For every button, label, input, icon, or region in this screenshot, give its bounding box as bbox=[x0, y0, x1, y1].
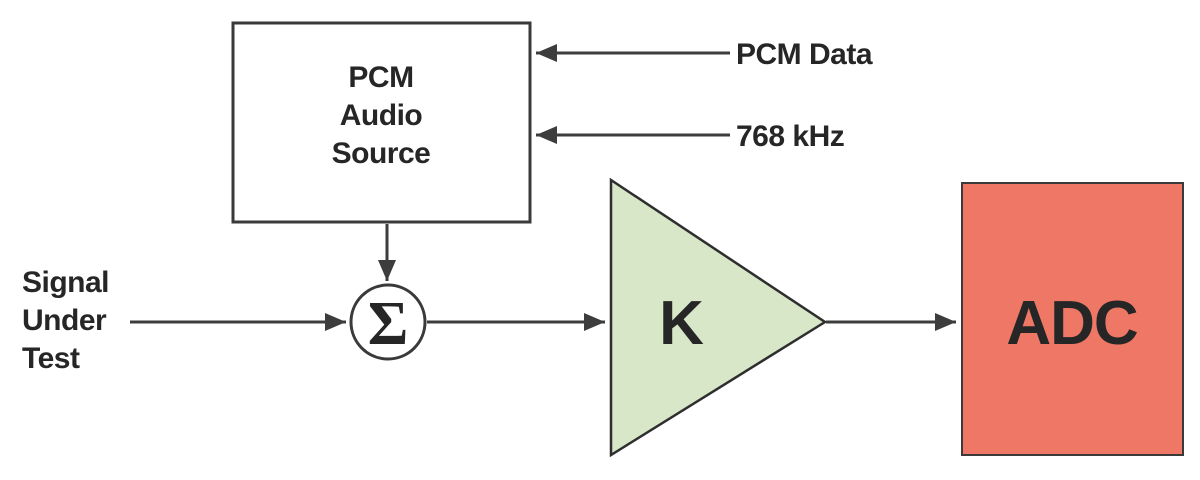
pcm-audio-source-label-line1: PCM bbox=[348, 61, 413, 94]
signal-under-test-label-line2: Under bbox=[22, 304, 107, 337]
amplifier-gain-label: K bbox=[659, 289, 704, 358]
adc-label: ADC bbox=[1006, 289, 1138, 358]
summer-circle bbox=[349, 283, 427, 361]
pcm-audio-source-label-line2: Audio bbox=[340, 99, 423, 132]
signal-under-test-label-line1: Signal bbox=[22, 266, 109, 299]
amplifier-triangle bbox=[609, 177, 828, 458]
pcm-data-label: PCM Data bbox=[736, 38, 873, 71]
signal-under-test-label-line3: Test bbox=[22, 342, 80, 375]
adc-box bbox=[961, 182, 1184, 456]
pcm-audio-source-label-line3: Source bbox=[332, 137, 431, 170]
sigma-symbol: Σ bbox=[368, 290, 409, 358]
pcm-audio-source-box bbox=[231, 21, 532, 224]
clock-label: 768 kHz bbox=[736, 120, 844, 153]
